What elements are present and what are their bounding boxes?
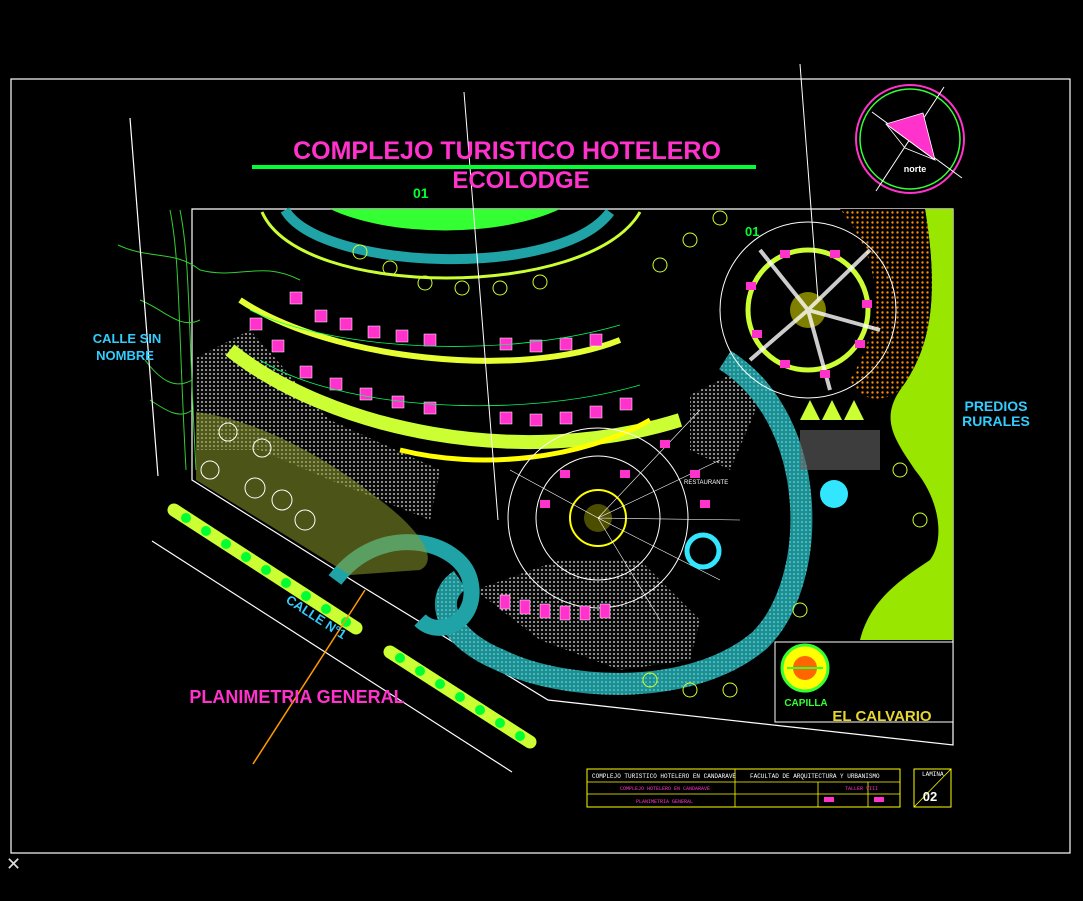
title-line-1: COMPLEJO TURISTICO HOTELERO	[293, 137, 721, 165]
central-plaza	[507, 409, 741, 621]
yellow-band	[399, 417, 652, 463]
north-label: norte	[904, 164, 927, 174]
water-ring-top	[280, 207, 615, 264]
ucs-axis-icon: ✕	[6, 854, 22, 875]
section-line-02	[799, 63, 819, 301]
orange-texture-zone	[840, 209, 932, 399]
drawing-frame	[10, 78, 1071, 854]
calle-sin-nombre-label-1: CALLE SIN	[93, 331, 162, 346]
zone-label-01-b: 01	[745, 224, 759, 239]
grey-terrace	[800, 430, 880, 470]
tb-sheet-name: PLANIMETRIA GENERAL	[636, 799, 693, 805]
restaurant-label: RESTAURANTE	[684, 480, 728, 486]
tb-faculty: FACULTAD DE ARQUITECTURA Y URBANISMO	[750, 773, 880, 780]
tb-project: COMPLEJO TURISTICO HOTELERO EN CANDARAVE	[592, 773, 736, 780]
tree-cluster-west	[200, 422, 316, 531]
parking-east	[690, 370, 760, 470]
tb-lamina-number: 02	[923, 789, 937, 804]
orange-axis-line	[252, 589, 366, 765]
tree-markers	[352, 210, 928, 698]
planimetria-general-label: PLANIMETRIA GENERAL	[189, 687, 404, 707]
calle-sin-nombre-label-2: NOMBRE	[96, 348, 154, 363]
ne-radial-wing	[719, 221, 897, 399]
room-outlines	[249, 309, 641, 407]
hotel-rooms	[249, 291, 633, 427]
predios-rurales-label-1: PREDIOS	[964, 398, 1027, 414]
lime-band-2	[238, 297, 622, 364]
north-arrow-icon: norte	[855, 84, 965, 194]
predios-rurales-label-2: RURALES	[962, 413, 1030, 429]
rural-green-zone	[860, 209, 953, 640]
central-lawn	[330, 209, 560, 231]
capilla-label: CAPILLA	[784, 698, 827, 709]
section-line-01	[463, 91, 499, 521]
calle-n1-edge	[151, 540, 513, 773]
calle-sin-nombre-edge	[129, 117, 159, 477]
zone-label-01-a: 01	[413, 185, 429, 201]
el-calvario-label: EL CALVARIO	[832, 708, 932, 725]
tb-workshop: TALLER VIII	[845, 786, 878, 792]
pool-ring	[684, 532, 722, 570]
tb-lamina-label: LAMINA	[922, 771, 944, 778]
path-ring-top	[260, 211, 642, 280]
small-roundabout	[820, 480, 848, 508]
triangle-units	[800, 400, 864, 420]
title-line-2: ECOLODGE	[452, 167, 589, 194]
tb-subproject: COMPLEJO HOTELERO EN CANDARAVE	[620, 786, 710, 792]
main-water-channel	[434, 350, 813, 695]
south-cabins	[499, 594, 611, 621]
title-block: COMPLEJO TURISTICO HOTELERO EN CANDARAVE…	[586, 768, 952, 808]
